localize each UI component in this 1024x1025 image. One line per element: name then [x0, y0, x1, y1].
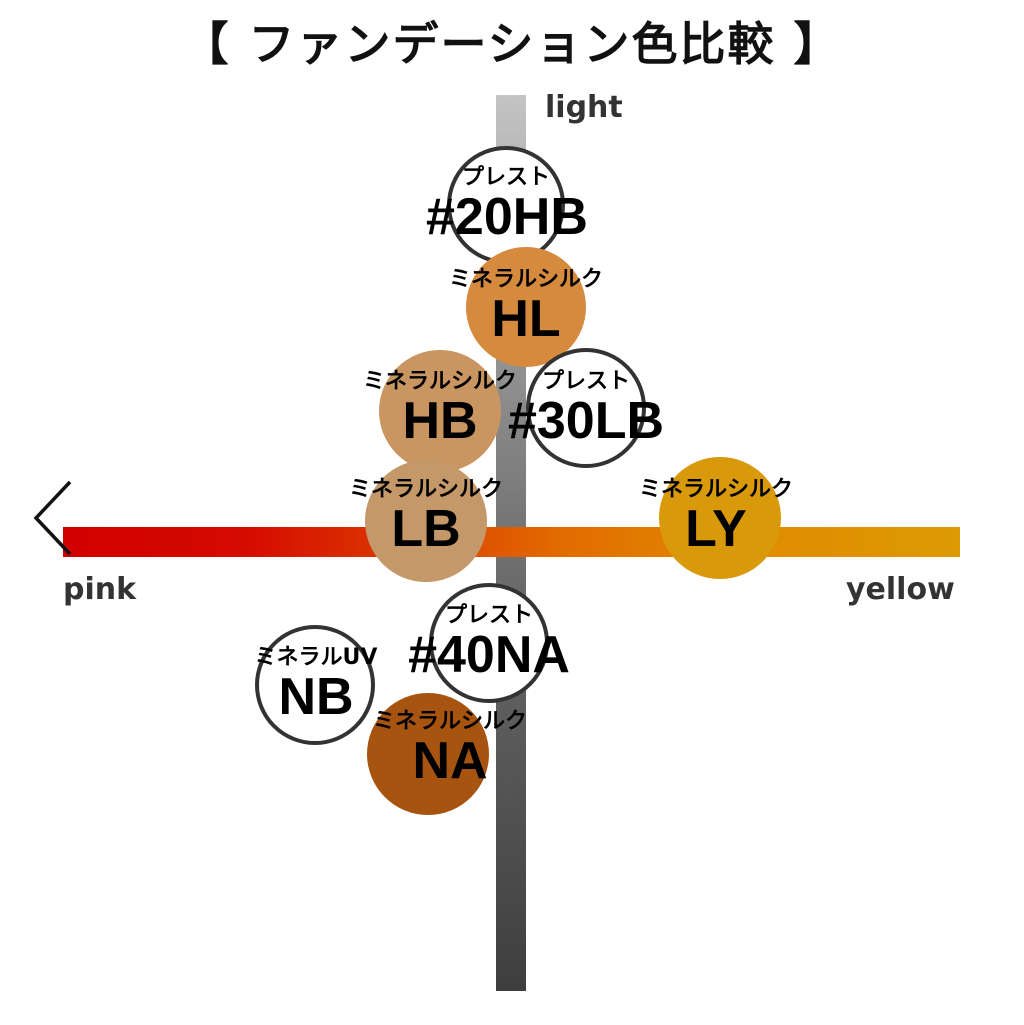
swatch-pressed-30lb: [526, 348, 646, 468]
swatch-mineral-silk-hb: [379, 350, 501, 472]
swatch-mineral-silk-na: [367, 693, 489, 815]
product-line: プレスト: [541, 369, 630, 394]
shade-code: #40NA: [408, 626, 570, 684]
shade-code: LY: [685, 500, 747, 558]
shade-code: NA: [412, 732, 488, 790]
chart-title: 【 ファンデーション色比較 】: [182, 17, 842, 71]
swatch-mineral-uv-nb: [255, 625, 375, 745]
product-line: ミネラルUV: [254, 645, 378, 670]
swatch-mineral-silk-lb: [365, 460, 487, 582]
label-mineral-silk-lb: ミネラルシルク LB: [326, 477, 526, 558]
pink-yellow-axis-bar: [63, 527, 960, 557]
axis-label-yellow: yellow: [846, 572, 955, 607]
axis-label-light: light: [545, 90, 623, 125]
product-line: ミネラルシルク: [638, 477, 793, 502]
shade-code: #20HB: [426, 188, 588, 246]
label-mineral-silk-hl: ミネラルシルク HL: [426, 267, 626, 348]
label-mineral-silk-na: ミネラルシルク NA: [350, 709, 550, 790]
label-mineral-silk-hb: ミネラルシルク HB: [340, 369, 540, 450]
product-line: プレスト: [444, 603, 533, 628]
label-pressed-30lb: プレスト #30LB: [506, 369, 666, 450]
product-line: ミネラルシルク: [448, 267, 603, 292]
product-line: ミネラルシルク: [372, 709, 527, 734]
shade-code: HL: [491, 290, 561, 348]
label-pressed-20hb: プレスト #20HB: [426, 165, 588, 246]
shade-code: #30LB: [507, 392, 665, 450]
product-line: ミネラルシルク: [348, 477, 503, 502]
product-line: ミネラルシルク: [362, 369, 517, 394]
swatch-mineral-silk-hl: [466, 247, 586, 367]
product-line: プレスト: [461, 165, 550, 190]
shade-code: NB: [278, 668, 354, 726]
label-pressed-40na: プレスト #40NA: [404, 603, 574, 684]
label-mineral-silk-ly: ミネラルシルク LY: [616, 477, 816, 558]
label-mineral-uv-nb: ミネラルUV NB: [236, 645, 396, 726]
shade-code: LB: [391, 500, 461, 558]
swatch-mineral-silk-ly: [659, 457, 781, 579]
chevron-left-icon[interactable]: [28, 478, 78, 558]
shade-code: HB: [402, 392, 478, 450]
swatch-pressed-40na: [429, 583, 549, 703]
axis-label-pink: pink: [63, 572, 137, 607]
